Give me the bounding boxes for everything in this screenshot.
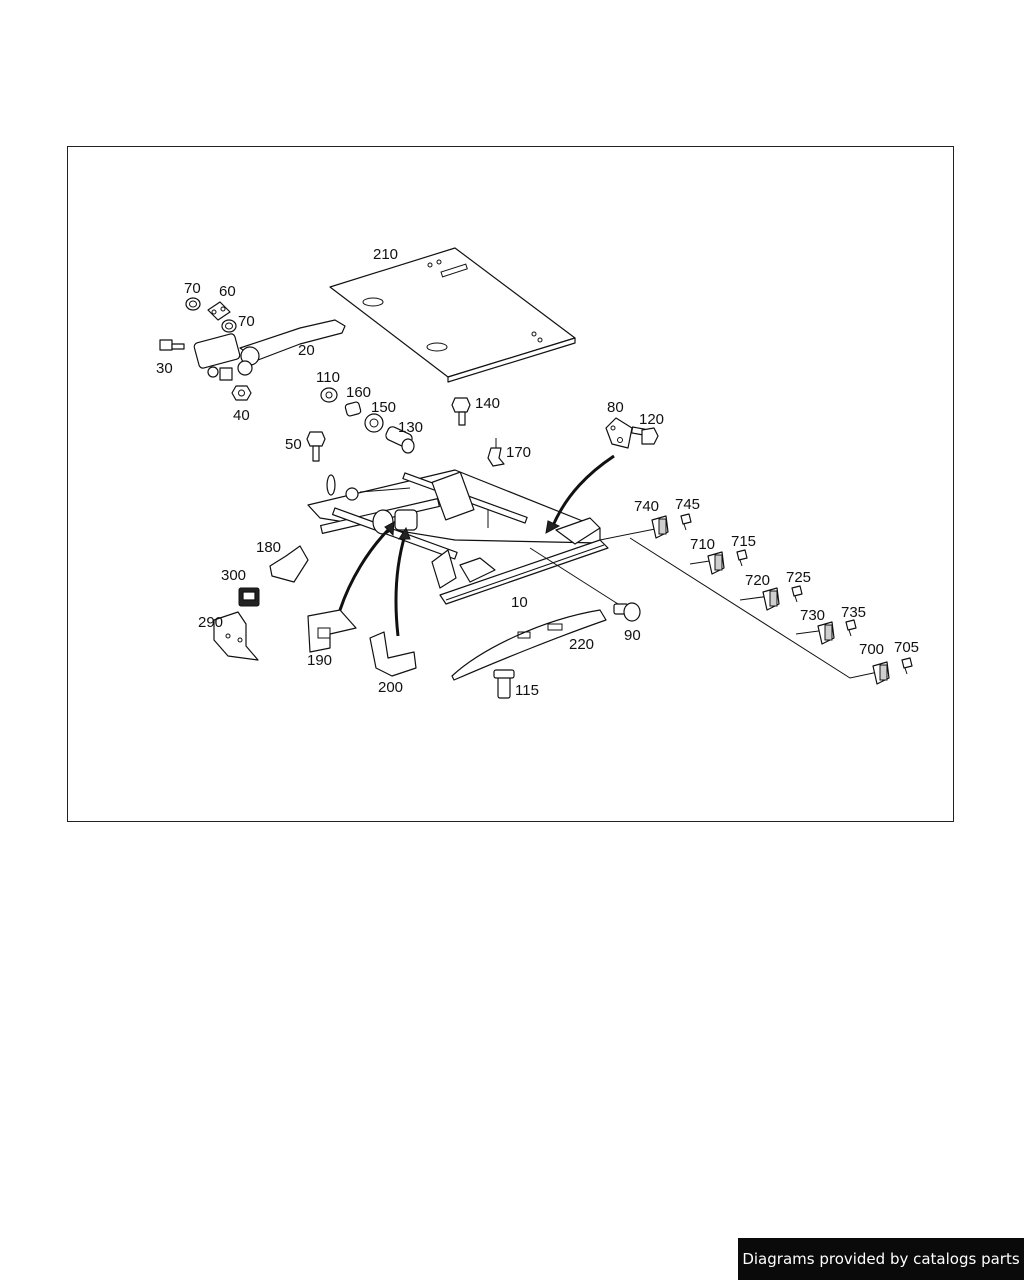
part-180-bracket[interactable] — [269, 545, 309, 583]
part-90-pin[interactable] — [613, 602, 641, 622]
part-300-switch[interactable] — [238, 587, 260, 607]
part-710-cap[interactable] — [707, 551, 725, 575]
callout-740: 740 — [634, 498, 659, 515]
callout-130: 130 — [398, 419, 423, 436]
part-80-bracket[interactable] — [605, 417, 633, 449]
part-70-washer-a[interactable] — [185, 297, 201, 311]
part-120-bolt[interactable] — [630, 426, 659, 445]
callout-110: 110 — [316, 369, 340, 386]
part-740-cap[interactable] — [651, 515, 669, 539]
part-150-ring[interactable] — [364, 413, 384, 433]
callout-745: 745 — [675, 496, 700, 513]
part-745-plug[interactable] — [680, 513, 692, 531]
part-115-bolt[interactable] — [493, 669, 515, 699]
part-730-cap[interactable] — [817, 621, 835, 645]
direction-arrows — [338, 454, 615, 637]
part-70-washer-b[interactable] — [221, 319, 237, 333]
part-10-seat-frame[interactable] — [307, 469, 609, 605]
callout-705: 705 — [894, 639, 919, 656]
diagram-frame — [67, 146, 954, 822]
callout-40: 40 — [233, 407, 250, 424]
callout-725: 725 — [786, 569, 811, 586]
callout-20: 20 — [298, 342, 315, 359]
part-20-motor-lever[interactable] — [193, 319, 346, 381]
part-50-bolt[interactable] — [306, 431, 326, 462]
part-160-bushing[interactable] — [344, 401, 362, 417]
callout-180: 180 — [256, 539, 281, 556]
part-700-cap[interactable] — [872, 661, 890, 685]
leader-lines — [487, 510, 879, 679]
callout-80: 80 — [607, 399, 624, 416]
credit-badge: Diagrams provided by catalogs parts — [738, 1238, 1024, 1280]
callout-710: 710 — [690, 536, 715, 553]
callout-700: 700 — [859, 641, 884, 658]
part-40-nut[interactable] — [231, 385, 252, 401]
callout-labels: 210 70 60 70 20 30 40 110 160 150 130 14… — [156, 246, 919, 699]
part-725-plug[interactable] — [791, 585, 803, 603]
callout-120: 120 — [639, 411, 664, 428]
callout-70-b: 70 — [238, 313, 255, 330]
callout-90: 90 — [624, 627, 641, 644]
callout-190: 190 — [307, 652, 332, 669]
callout-720: 720 — [745, 572, 770, 589]
callout-735: 735 — [841, 604, 866, 621]
callout-290: 290 — [198, 614, 223, 631]
part-735-plug[interactable] — [845, 619, 857, 637]
callout-140: 140 — [475, 395, 500, 412]
callout-115: 115 — [515, 682, 539, 699]
callout-300: 300 — [221, 567, 246, 584]
part-290-bracket[interactable] — [213, 611, 259, 661]
part-130-pin[interactable] — [384, 425, 415, 454]
part-30-bolt[interactable] — [159, 339, 185, 351]
part-220-trim-cover[interactable] — [451, 609, 607, 681]
callout-150: 150 — [371, 399, 396, 416]
part-190-bracket[interactable] — [307, 609, 357, 653]
part-200-bracket[interactable] — [369, 631, 417, 677]
callout-200: 200 — [378, 679, 403, 696]
callout-70-a: 70 — [184, 280, 201, 297]
callout-210: 210 — [373, 246, 398, 263]
part-170-clip[interactable] — [487, 438, 505, 467]
callout-10: 10 — [511, 594, 528, 611]
part-715-plug[interactable] — [736, 549, 748, 567]
part-210-seat-plate[interactable] — [329, 247, 576, 383]
callout-220: 220 — [569, 636, 594, 653]
callout-60: 60 — [219, 283, 236, 300]
callout-715: 715 — [731, 533, 756, 550]
callout-730: 730 — [800, 607, 825, 624]
part-110-washer[interactable] — [320, 387, 338, 403]
part-140-bolt[interactable] — [451, 397, 471, 426]
callout-30: 30 — [156, 360, 173, 377]
part-705-plug[interactable] — [901, 657, 913, 675]
part-60-clip[interactable] — [207, 301, 231, 321]
callout-160: 160 — [346, 384, 371, 401]
callout-170: 170 — [506, 444, 531, 461]
callout-50: 50 — [285, 436, 302, 453]
part-720-cap[interactable] — [762, 587, 780, 611]
